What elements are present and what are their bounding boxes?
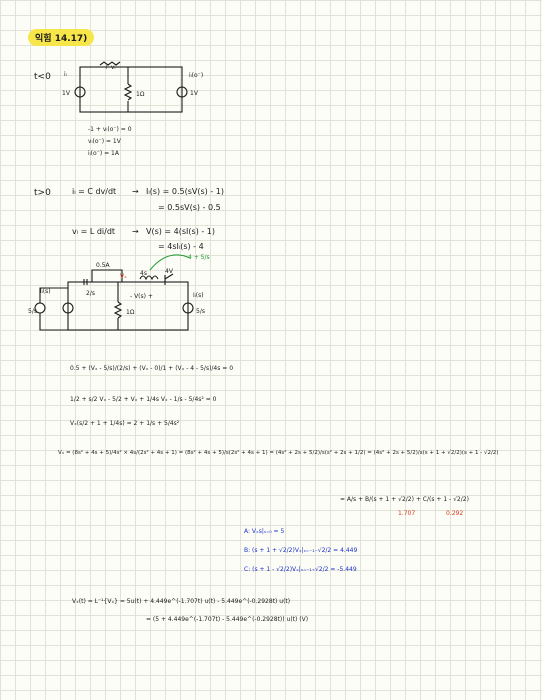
equation-3: Vₓ(s/2 + 1 + 1/4s) = 2 + 1/s + 5/4s² xyxy=(70,420,180,427)
c2-label: 4V xyxy=(165,268,173,275)
cap-label: 2/s xyxy=(86,290,95,297)
src1-label: 5/s xyxy=(28,308,37,315)
src2-label: 5/s xyxy=(196,308,205,315)
ind-laplace-2: = 4sIₗ(s) - 4 xyxy=(158,242,204,251)
res-label: 1Ω xyxy=(126,309,135,316)
t-negative-label: t<0 xyxy=(34,72,51,82)
root-2: 0.292 xyxy=(446,510,464,517)
c1-label: 4s xyxy=(140,270,147,277)
cap-laplace-2: = 0.5sV(s) - 0.5 xyxy=(158,203,221,212)
current-label: 0.5A xyxy=(96,262,110,269)
root-1: 1.707 xyxy=(398,510,416,517)
vl-label: + vₗ - xyxy=(104,64,120,71)
cap-relation: iₗ = C dv/dt xyxy=(72,187,117,196)
ind-laplace: V(s) = 4(sI(s) - 1) xyxy=(146,227,216,236)
ic-label: iₗ xyxy=(64,71,67,78)
il0-label: iₗ(o⁻) xyxy=(189,72,204,79)
residue-c: C: (s + 1 - √2/2)Vₓ|ₛ₌₋₁₊√2/2 = -5.449 xyxy=(244,566,357,573)
vx-node-label: Vₓ xyxy=(120,273,127,280)
eq2: vₗ(o⁻) = 1V xyxy=(88,138,121,145)
is-label: Iₗ(s) xyxy=(193,292,204,299)
partial-fraction: = A/s + B/(s + 1 + √2/2) + C/(s + 1 - √2… xyxy=(340,496,469,503)
residue-b: B: (s + 1 + √2/2)Vₓ|ₛ₌₋₁₋√2/2 = 4.449 xyxy=(244,547,358,554)
problem-title: 익힘 14.17) xyxy=(28,29,95,46)
eq1: -1 + vₗ(o⁻) = 0 xyxy=(88,126,132,133)
final-result-1: Vₓ(t) = L⁻¹{Vₓ} = 5u(t) + 4.449e^(-1.707… xyxy=(72,598,291,605)
cap-laplace: Iₗ(s) = 0.5(sV(s) - 1) xyxy=(146,187,224,196)
r-label: 1Ω xyxy=(136,91,145,98)
green-annotation: 4 + 5/s xyxy=(188,254,210,261)
v2-label: 1V xyxy=(190,90,198,97)
ind-relation: vₗ = L di/dt xyxy=(72,227,116,236)
vs-label: - V(s) + xyxy=(130,293,153,300)
eq3: iₗ(o⁻) = 1A xyxy=(88,150,119,157)
equation-4: Vₓ = (8s² + 4s + 5)/4s² × 4s/(2s² + 4s +… xyxy=(58,450,499,456)
arrow-icon: → xyxy=(132,187,139,196)
ic2-label: Iₗ(s) xyxy=(40,288,51,295)
equation-2: 1/2 + s/2 Vₓ - 5/2 + Vₓ + 1/4s Vₓ - 1/s … xyxy=(70,396,217,403)
arrow-icon: → xyxy=(132,227,139,236)
t-positive-label: t>0 xyxy=(34,188,51,198)
residue-a: A: Vₓs|ₛ₌₀ = 5 xyxy=(244,528,285,535)
v1-label: 1V xyxy=(62,90,70,97)
equation-1: 0.5 + (Vₓ - 5/s)/(2/s) + (Vₓ - 0)/1 + (V… xyxy=(70,365,234,372)
final-result-2: = (5 + 4.449e^(-1.707t) - 5.449e^(-0.292… xyxy=(146,616,309,623)
